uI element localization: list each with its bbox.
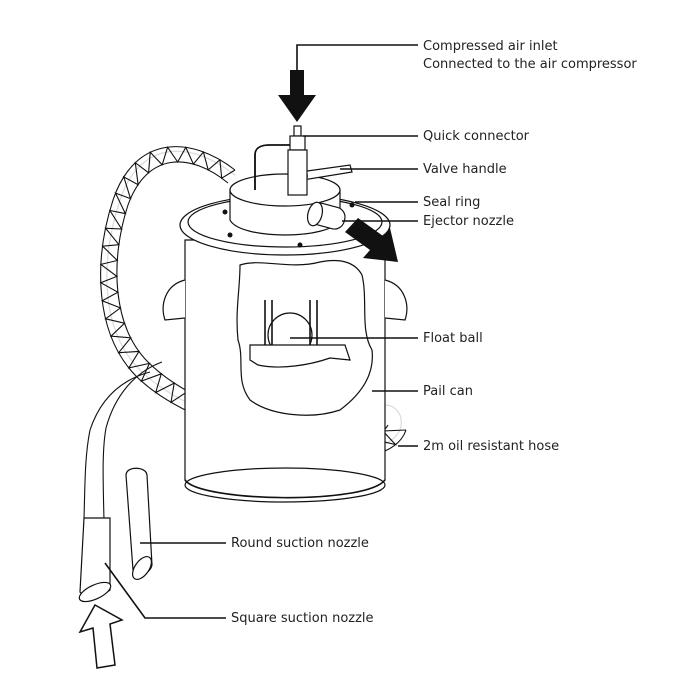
- round-suction-nozzle: [125, 467, 153, 580]
- exhaust-arrow: [345, 218, 398, 262]
- label-seal-ring: Seal ring: [423, 195, 481, 210]
- quick-connector: [287, 125, 308, 196]
- air-inlet-arrow: [278, 70, 316, 122]
- label-quick-connector: Quick connector: [423, 129, 530, 144]
- ejector-nozzle: [306, 201, 346, 230]
- label-compressed-air-inlet: Compressed air inlet: [423, 39, 558, 54]
- label-ejector-nozzle: Ejector nozzle: [423, 214, 514, 229]
- label-pail-can: Pail can: [423, 384, 473, 399]
- label-valve-handle: Valve handle: [423, 162, 507, 177]
- label-round-suction-nozzle: Round suction nozzle: [231, 536, 369, 551]
- pail-can: [162, 239, 408, 503]
- suction-arrow: [78, 603, 124, 669]
- label-compressed-air-inlet-sub: Connected to the air compressor: [423, 57, 637, 72]
- label-float-ball: Float ball: [423, 331, 483, 346]
- leader-lines: [104, 44, 418, 619]
- label-hose: 2m oil resistant hose: [423, 439, 560, 454]
- label-square-suction-nozzle: Square suction nozzle: [231, 611, 374, 626]
- square-suction-nozzle: [78, 517, 112, 603]
